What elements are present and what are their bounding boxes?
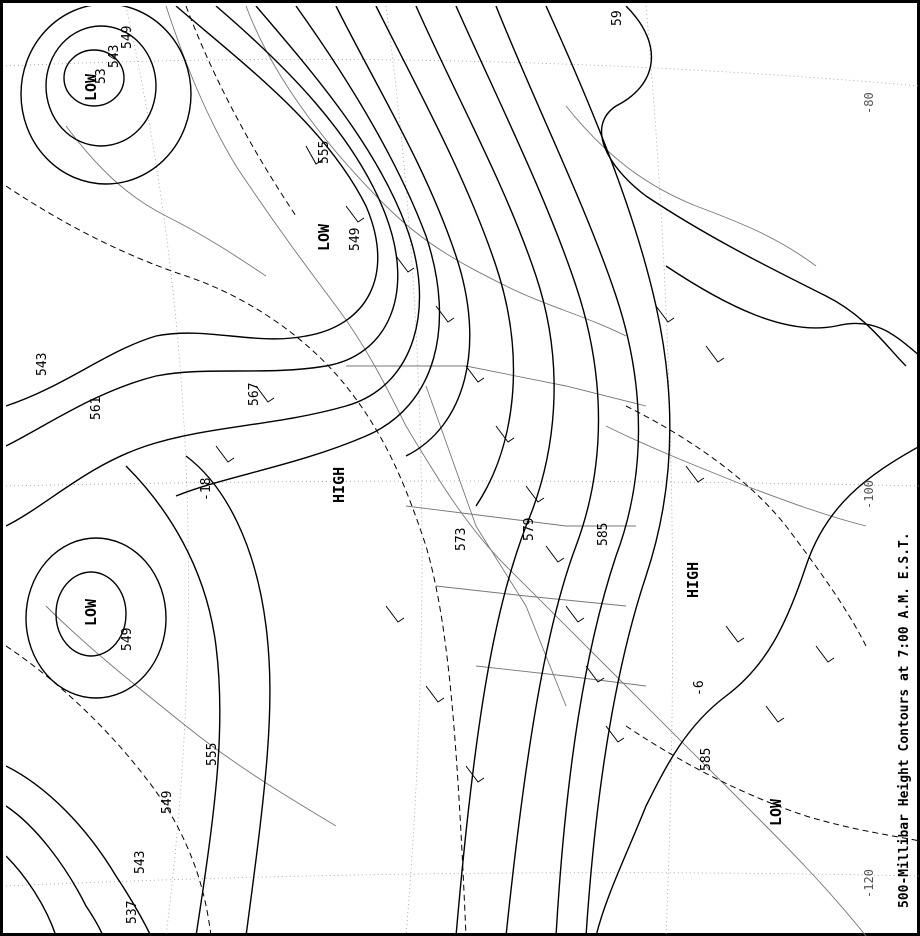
weather-map: 537 543 543 549 549 549 549 555 555 561 …	[6, 6, 920, 936]
contour-label: 579	[522, 518, 537, 541]
temperature-label: -6	[692, 680, 707, 696]
temperature-labels: -18 -6	[199, 478, 707, 696]
wind-barbs	[215, 145, 835, 783]
high-pressure-label: HIGH	[330, 467, 348, 503]
contour-label: 543	[107, 45, 122, 68]
height-contours	[6, 6, 920, 936]
map-title: 500-Millibar Height Contours at 7:00 A.M…	[897, 532, 912, 908]
low-pressure-label: LOW	[315, 223, 333, 251]
contour-labels: 537 543 543 549 549 549 549 555 555 561 …	[35, 10, 714, 924]
contour-label: 555	[317, 141, 332, 164]
graticule	[6, 6, 920, 936]
contour-label: 549	[120, 628, 135, 651]
contour-label: 561	[89, 397, 104, 420]
longitude-labels: -80 -100 -120	[862, 92, 876, 898]
contour-label: 585	[699, 748, 714, 771]
pressure-systems: LOW LOW LOW LOW HIGH HIGH	[82, 73, 785, 826]
contour-label: 549	[160, 791, 175, 814]
contour-label: 537	[125, 901, 140, 924]
high-pressure-label: HIGH	[684, 562, 702, 598]
contour-label: 573	[454, 528, 469, 551]
contour-label: 567	[247, 383, 262, 406]
low-pressure-label: LOW	[82, 73, 100, 101]
coastlines	[45, 6, 867, 936]
contour-label: 585	[596, 523, 611, 546]
contour-label: 543	[35, 353, 50, 376]
low-pressure-label: LOW	[82, 598, 100, 626]
longitude-label: -80	[862, 92, 876, 114]
contour-label: 543	[133, 851, 148, 874]
temperature-label: -18	[199, 478, 214, 501]
contour-label: 549	[120, 26, 135, 49]
longitude-label: -120	[862, 869, 876, 898]
isotherms	[6, 6, 920, 936]
longitude-label: -100	[862, 480, 876, 509]
contour-label: 555	[205, 743, 220, 766]
low-pressure-label: LOW	[767, 798, 785, 826]
contour-label: 53	[94, 68, 109, 84]
contour-label: 59	[610, 10, 625, 26]
contour-label: 549	[348, 228, 363, 251]
